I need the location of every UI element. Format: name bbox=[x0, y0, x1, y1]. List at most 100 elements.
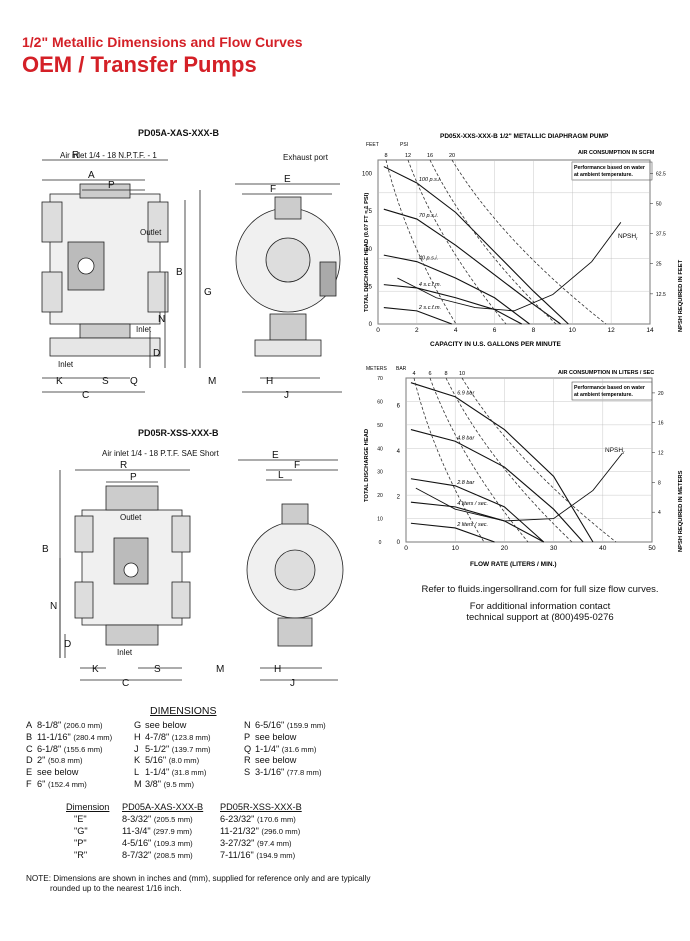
dimension-value: 3/8" bbox=[145, 779, 162, 789]
dim-letter-G: G bbox=[204, 287, 212, 298]
air-tick-label: 4 bbox=[412, 371, 415, 377]
variant-value: 8-7/32" bbox=[122, 850, 152, 860]
chart1-psi-unit: PSI bbox=[400, 142, 408, 148]
variant-cell-a: 4-5/16" (109.3 mm) bbox=[122, 837, 220, 849]
plot-frame bbox=[405, 377, 653, 543]
air-curve bbox=[429, 377, 529, 543]
dimension-mm: (155.6 mm) bbox=[63, 744, 103, 754]
variant-row: "P"4-5/16" (109.3 mm)3-27/32" (97.4 mm) bbox=[66, 837, 318, 849]
dimension-mm: (280.4 mm) bbox=[73, 732, 113, 742]
dimension-mm: (9.5 mm) bbox=[163, 780, 194, 789]
dimension-value: 2" bbox=[37, 755, 46, 766]
variant-mm: (297.9 mm) bbox=[153, 827, 193, 836]
y-tick-label: 30 bbox=[377, 470, 383, 476]
right-tick-label: 50 bbox=[656, 201, 662, 207]
dim2-letter-R: R bbox=[120, 460, 127, 471]
footnote: NOTE: Dimensions are shown in inches and… bbox=[26, 874, 386, 894]
chart2-perf-note-2: at ambient temperature. bbox=[574, 392, 633, 398]
x-tick-label: 30 bbox=[550, 545, 558, 552]
y-tick-label: 20 bbox=[377, 493, 383, 499]
y2-tick-label: 4 bbox=[397, 449, 401, 455]
dim2-letter-M: M bbox=[216, 664, 224, 675]
dimension-mm: (152.4 mm) bbox=[47, 780, 87, 789]
inlet-label-2: Inlet bbox=[58, 360, 74, 369]
dim-letter-R: R bbox=[72, 150, 79, 161]
dimension-key: P bbox=[244, 731, 251, 742]
air-curve bbox=[413, 377, 485, 543]
x-tick-label: 40 bbox=[599, 545, 607, 552]
series-label: 40 p.s.i. bbox=[419, 256, 438, 262]
y2-tick-label: 100 bbox=[362, 172, 373, 178]
variant-header-pd05a: PD05A-XAS-XXX-B bbox=[122, 802, 204, 812]
y-tick-label: 60 bbox=[377, 399, 383, 405]
air-tick-label: 8 bbox=[444, 371, 447, 377]
air-curve bbox=[451, 159, 607, 325]
dimension-key: C bbox=[26, 743, 33, 754]
series-label: 4 liters / sec. bbox=[457, 501, 488, 507]
dim2-letter-S: S bbox=[154, 664, 161, 675]
air-tick-label: 16 bbox=[427, 153, 433, 159]
x-tick-label: 14 bbox=[646, 327, 654, 334]
drawing2-diagram: R P E F L B N D K S C M H J Air inlet 1/… bbox=[42, 449, 344, 689]
dim2-letter-F: F bbox=[294, 460, 300, 471]
dimension-mm: (31.6 mm) bbox=[281, 744, 317, 754]
series-line-5 bbox=[397, 222, 622, 312]
chart2-npsh-label: NPSHr bbox=[605, 447, 625, 455]
drawing1-diagram: R A P E F B G N D K S Q C M H J Air inle… bbox=[41, 150, 342, 401]
inlet-label: Inlet bbox=[136, 325, 152, 334]
dim-letter-D: D bbox=[153, 348, 160, 359]
outlet-label: Outlet bbox=[140, 228, 162, 237]
right-tick-label: 12 bbox=[658, 451, 664, 457]
series-line-2 bbox=[383, 254, 530, 325]
chart1-x-label: CAPACITY IN U.S. GALLONS PER MINUTE bbox=[430, 341, 562, 348]
air-inlet-label: Air inlet 1/4 - 18 N.P.T.F. - 1 bbox=[60, 151, 157, 160]
drawing1-model: PD05A-XAS-XXX-B bbox=[138, 128, 220, 138]
y2-tick-label: 6 bbox=[397, 403, 401, 409]
pump1-air-valve bbox=[67, 241, 105, 291]
right-tick-label: 12.5 bbox=[656, 292, 666, 298]
dimension-value: 4-7/8" bbox=[145, 731, 170, 742]
dimension-key: L bbox=[134, 767, 140, 778]
dimension-mm: (8.0 mm) bbox=[168, 756, 200, 766]
series-line-0 bbox=[410, 382, 594, 543]
air-tick-label: 10 bbox=[459, 371, 465, 377]
air-curve bbox=[429, 159, 557, 325]
dim2-letter-D: D bbox=[64, 639, 71, 650]
x-tick-label: 12 bbox=[608, 327, 616, 334]
footnote-line-1: NOTE: Dimensions are shown in inches and… bbox=[26, 874, 371, 883]
y-tick-label: 50 bbox=[377, 423, 383, 429]
air-curve bbox=[407, 159, 507, 325]
y-tick-label: 0 bbox=[379, 540, 382, 546]
dimension-key: N bbox=[244, 720, 251, 730]
chart1-perf-note-2: at ambient temperature. bbox=[574, 172, 633, 178]
dimension-key: E bbox=[26, 767, 33, 778]
series-label: 2.8 bar bbox=[456, 480, 475, 486]
variant-mm: (170.6 mm) bbox=[256, 815, 296, 824]
series-line-4 bbox=[410, 522, 495, 543]
variant-cell-a: 11-3/4" (297.9 mm) bbox=[122, 825, 220, 837]
dim-letter-B: B bbox=[176, 267, 183, 278]
variant-dim: "E" bbox=[74, 814, 87, 824]
chart2-left-axis-label: TOTAL DISCHARGE HEAD bbox=[364, 429, 370, 502]
air-tick-label: 6 bbox=[428, 371, 431, 377]
contact-note-1: For additional information contact bbox=[469, 601, 611, 612]
y-tick-label: 10 bbox=[377, 517, 383, 523]
chart2-bar-unit: BAR bbox=[396, 366, 407, 372]
refer-note: Refer to fluids.ingersollrand.com for fu… bbox=[421, 584, 659, 595]
series-line-3 bbox=[410, 501, 545, 543]
chart1-perf-note-1: Performance based on water bbox=[574, 165, 645, 171]
x-tick-label: 50 bbox=[648, 545, 656, 552]
dim-letter-M: M bbox=[208, 376, 216, 387]
x-tick-label: 10 bbox=[452, 545, 460, 552]
dimension-value: see below bbox=[145, 720, 187, 730]
chart2-x-label: FLOW RATE (LITERS / MIN.) bbox=[470, 561, 557, 568]
dim-letter-C: C bbox=[82, 390, 89, 401]
dim2-letter-P: P bbox=[130, 472, 137, 483]
chart2-right-axis-label: NPSH REQUIRED IN METERS bbox=[678, 470, 684, 552]
dimension-value: 1-1/4" bbox=[255, 743, 280, 754]
